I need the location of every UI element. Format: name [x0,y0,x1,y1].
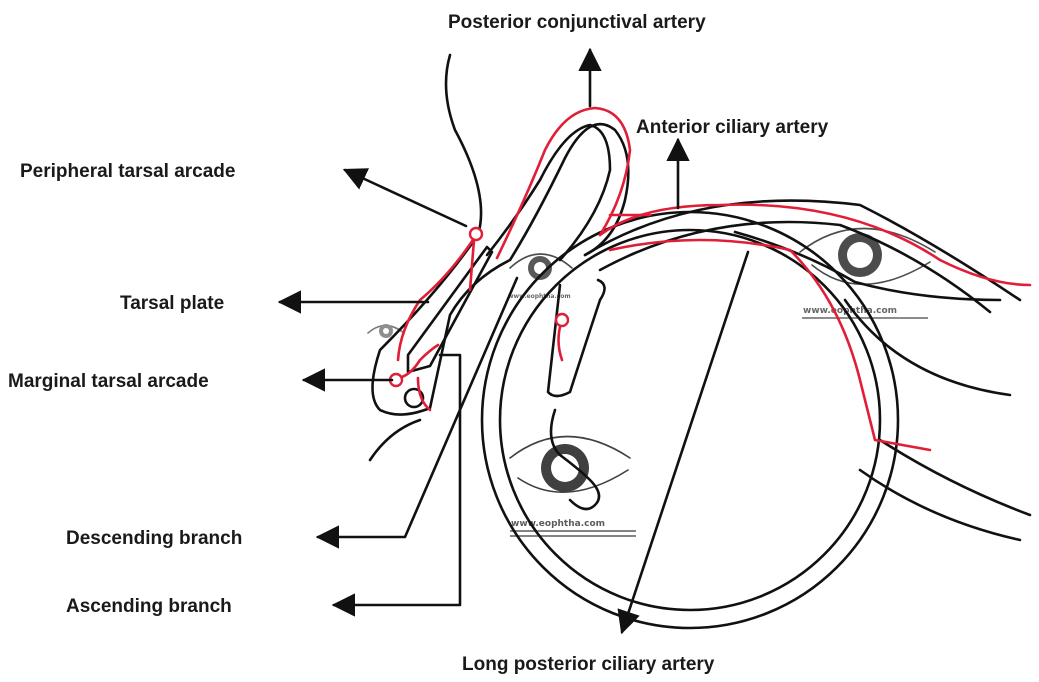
arrow-ascending-branch [334,355,460,605]
watermark-url-2: www.eophtha.com [508,293,571,300]
label-anterior-ciliary-artery: Anterior ciliary artery [636,117,829,138]
label-descending-branch: Descending branch [66,528,242,549]
label-marginal-tarsal-arcade: Marginal tarsal arcade [8,371,209,392]
upper-conjunctiva [585,201,1020,312]
tarsal-plate [408,247,492,372]
labels: Posterior conjunctival artery Anterior c… [8,12,829,675]
watermark-large: www.eophtha.com [800,229,935,319]
eyelid-outline [370,55,628,509]
label-posterior-conjunctival-artery: Posterior conjunctival artery [448,12,706,33]
label-peripheral-tarsal-arcade: Peripheral tarsal arcade [20,161,235,182]
label-tarsal-plate: Tarsal plate [120,293,224,314]
label-ascending-branch: Ascending branch [66,596,232,617]
eyeball [482,212,1030,628]
watermark-url-3: www.eophtha.com [511,519,605,529]
arteries [390,108,1030,450]
arrow-peripheral-tarsal [345,170,466,226]
label-long-posterior-ciliary-artery: Long posterior ciliary artery [462,654,715,675]
arrow-long-posterior-ciliary [622,252,748,632]
